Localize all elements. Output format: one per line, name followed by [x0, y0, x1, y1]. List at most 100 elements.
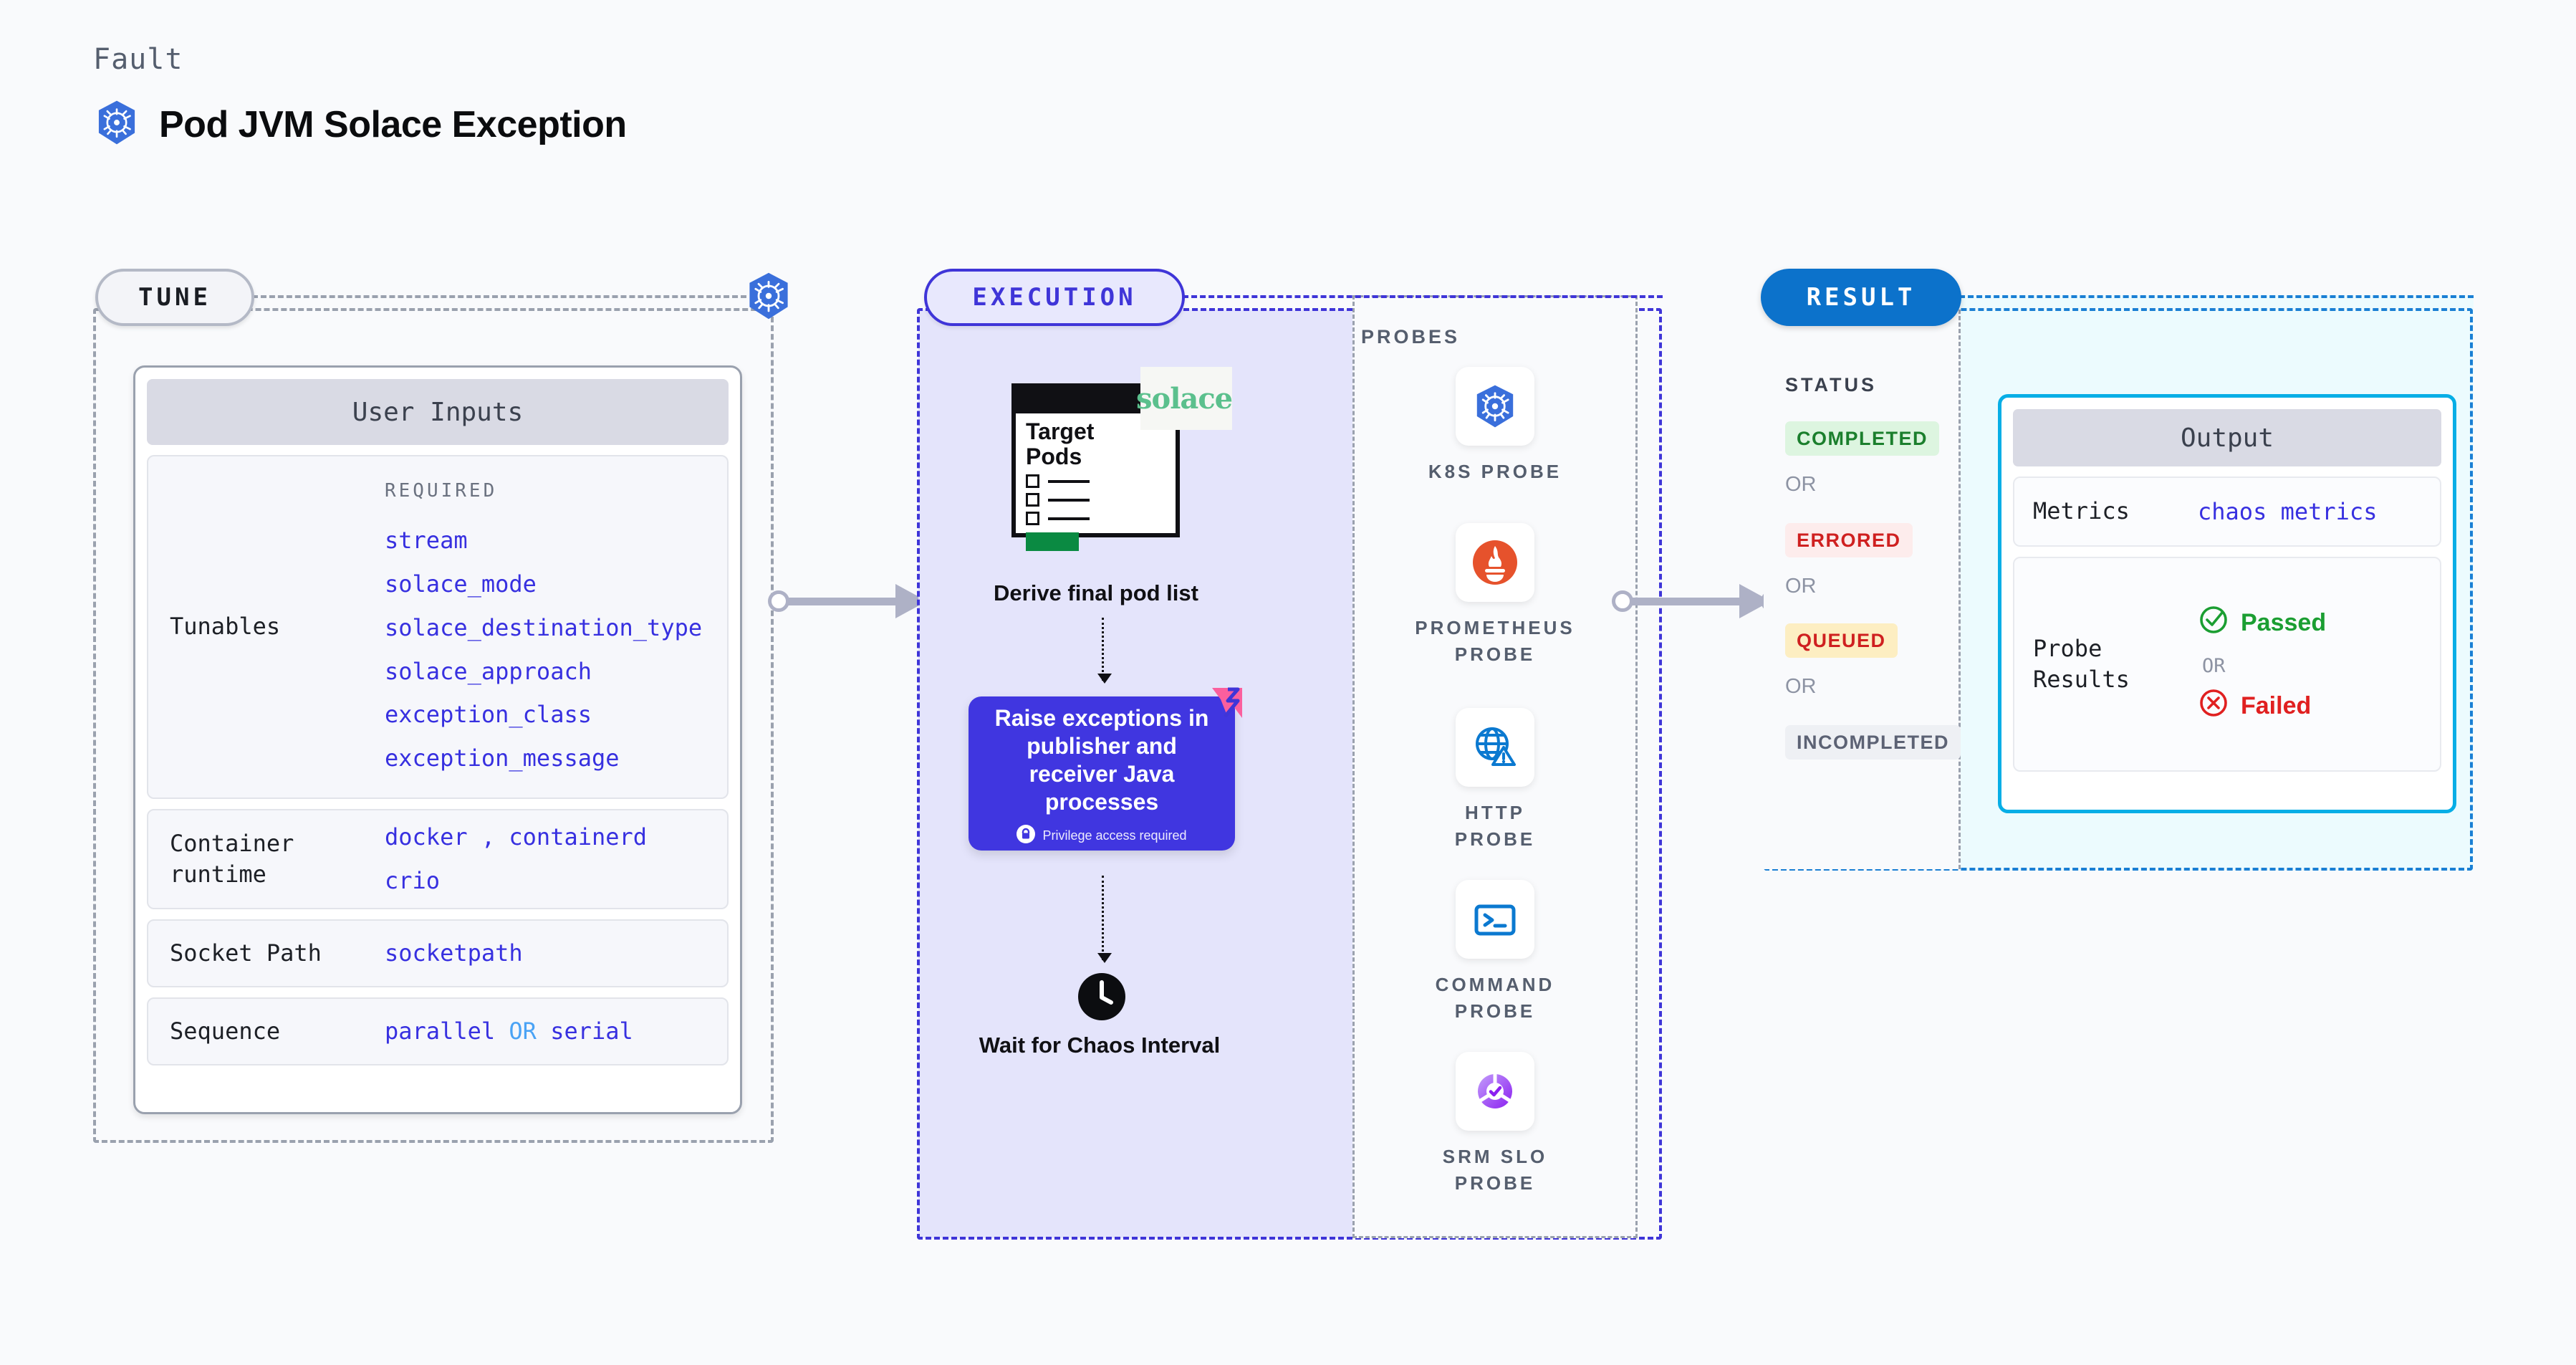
separator: OR	[509, 1017, 537, 1045]
status-column	[1764, 310, 1961, 869]
execution-dash-connector	[1183, 295, 1663, 298]
required-label: REQUIRED	[385, 479, 498, 502]
action-node-text: Raise exceptions in publisher and receiv…	[994, 704, 1209, 815]
sequence-value[interactable]: parallel	[385, 1017, 496, 1045]
status-title: STATUS	[1785, 374, 1877, 396]
tunable-value[interactable]: solace_approach	[385, 657, 592, 685]
probe-item-command[interactable]: COMMAND PROBE	[1427, 880, 1563, 1025]
line-placeholder	[1048, 517, 1090, 520]
line-placeholder	[1048, 479, 1090, 483]
row-label-container-runtime: Container runtime	[170, 829, 294, 888]
table-row: Sequence parallel OR serial	[147, 997, 729, 1065]
sequence-value[interactable]: serial	[550, 1017, 633, 1045]
row-value-metrics[interactable]: chaos metrics	[2198, 498, 2378, 525]
litmus-ribbon-icon	[1206, 685, 1245, 724]
row-value-probe-results: Passed OR Failed	[2198, 604, 2440, 725]
tunable-value[interactable]: stream	[385, 527, 468, 555]
kubernetes-icon	[744, 271, 794, 321]
list-item	[1026, 493, 1176, 507]
runtime-value[interactable]: containerd	[509, 823, 648, 851]
probe-label: PROMETHEUS PROBE	[1415, 617, 1575, 665]
privilege-note-text: Privilege access required	[1042, 828, 1187, 843]
flow-arrow-down	[1097, 876, 1112, 963]
x-circle-icon	[2198, 687, 2229, 725]
step-label-wait-interval: Wait for Chaos Interval	[979, 1033, 1221, 1058]
privilege-note-row: Privilege access required	[1017, 825, 1187, 847]
probe-label: COMMAND PROBE	[1435, 974, 1555, 1022]
result-dash-connector	[1959, 295, 2474, 298]
probe-label: HTTP PROBE	[1454, 802, 1536, 850]
status-badge-incompleted: INCOMPLETED	[1785, 725, 1961, 760]
action-node-raise-exceptions[interactable]: Raise exceptions in publisher and receiv…	[969, 687, 1242, 851]
tune-pill-label: TUNE	[95, 269, 254, 326]
tunable-value[interactable]: exception_class	[385, 701, 592, 729]
solace-logo: solace	[1136, 367, 1233, 430]
probe-result-failed: Failed	[2198, 687, 2440, 725]
page-title: Pod JVM Solace Exception	[159, 103, 627, 145]
probe-item-srm-slo[interactable]: SRM SLO PROBE	[1427, 1052, 1563, 1197]
status-badge-queued: QUEUED	[1785, 623, 1898, 658]
probe-label: K8S PROBE	[1428, 461, 1562, 482]
probe-label: SRM SLO PROBE	[1442, 1146, 1548, 1194]
title-row: Pod JVM Solace Exception	[93, 99, 627, 150]
tunable-value[interactable]: exception_message	[385, 744, 620, 772]
flow-arrow-down	[1097, 618, 1112, 684]
execution-panel	[917, 308, 1662, 1240]
check-circle-icon	[2198, 604, 2229, 642]
step-label-derive-pods: Derive final pod list	[994, 580, 1198, 605]
user-inputs-title: User Inputs	[147, 379, 729, 445]
checkbox-icon[interactable]	[1026, 474, 1039, 489]
terminal-icon	[1456, 880, 1534, 959]
row-label-probe-results: Probe Results	[2033, 634, 2130, 693]
probe-result-passed: Passed	[2198, 604, 2440, 642]
probe-item-http[interactable]: HTTP PROBE	[1427, 708, 1563, 853]
row-values-sequence: parallel OR serial	[385, 1010, 727, 1053]
line-placeholder	[1048, 498, 1090, 502]
page-header: Fault Pod JVM Solace Exception	[93, 43, 627, 150]
tunable-value[interactable]: solace_mode	[385, 570, 537, 598]
srm-slo-icon	[1456, 1052, 1534, 1131]
runtime-value[interactable]: crio	[385, 867, 441, 894]
row-label-tunables: Tunables	[170, 613, 281, 641]
globe-warning-icon	[1456, 708, 1534, 787]
or-separator: OR	[1785, 473, 1817, 496]
or-separator: OR	[1785, 675, 1817, 698]
user-inputs-card: User Inputs Tunables REQUIRED stream sol…	[133, 365, 742, 1114]
row-label-socket-path: Socket Path	[170, 939, 322, 967]
socketpath-value[interactable]: socketpath	[385, 939, 523, 967]
checkbox-icon[interactable]	[1026, 493, 1039, 507]
failed-label: Failed	[2241, 691, 2312, 719]
status-badge-errored: ERRORED	[1785, 523, 1913, 557]
probe-item-prometheus[interactable]: PROMETHEUS PROBE	[1415, 523, 1572, 668]
row-values-tunables: REQUIRED stream solace_mode solace_desti…	[385, 474, 727, 780]
table-row: Probe Results Passed OR	[2013, 557, 2441, 772]
prometheus-icon	[1456, 523, 1534, 602]
or-separator: OR	[2202, 654, 2226, 677]
table-row: Metrics chaos metrics	[2013, 476, 2441, 547]
table-row: Tunables REQUIRED stream solace_mode sol…	[147, 455, 729, 799]
target-pods-title: Target Pods	[1026, 418, 1095, 470]
tunable-value[interactable]: solace_destination_type	[385, 613, 703, 641]
clock-icon	[1078, 973, 1125, 1020]
eyebrow-label: Fault	[93, 43, 183, 76]
list-item	[1026, 512, 1176, 526]
tune-panel	[93, 308, 774, 1143]
checkbox-icon[interactable]	[1026, 512, 1039, 526]
probe-item-k8s[interactable]: K8S PROBE	[1427, 367, 1563, 485]
output-card: Output Metrics chaos metrics Probe Resul…	[1998, 394, 2456, 813]
table-row: Container runtime docker , containerd cr…	[147, 809, 729, 909]
output-title: Output	[2013, 409, 2441, 466]
row-values-socket-path: socketpath	[385, 931, 727, 975]
runtime-value[interactable]: docker	[385, 823, 468, 851]
kubernetes-icon	[1456, 367, 1534, 446]
row-label-metrics: Metrics	[2033, 497, 2130, 525]
probes-title: PROBES	[1361, 326, 1461, 348]
lock-icon	[1017, 825, 1036, 847]
tune-dash-connector	[252, 295, 746, 298]
kubernetes-icon	[93, 99, 140, 150]
list-item	[1026, 474, 1176, 489]
progress-bar	[1026, 532, 1079, 552]
execution-pill-label: EXECUTION	[924, 269, 1185, 326]
or-separator: OR	[1785, 575, 1817, 598]
result-pill-label: RESULT	[1761, 269, 1961, 326]
